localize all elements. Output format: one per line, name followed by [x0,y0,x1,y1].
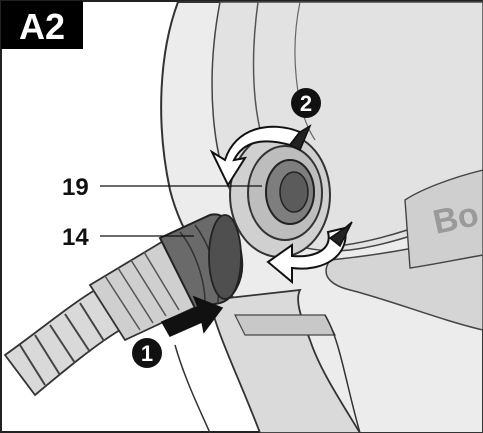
step-2-badge: 2 [291,88,321,118]
figure-id-text: A2 [19,6,65,47]
insert-arrow [160,295,224,337]
callout-14-label: 14 [62,224,89,251]
step-1-number: 1 [141,341,153,366]
suction-port [229,132,331,258]
figure-id-tag: A2 [1,1,83,49]
brand-text: Bo [430,195,482,242]
brand-lettering: Bo [404,169,483,269]
step-2-number: 2 [300,91,312,116]
hose-adapter-assembly [3,213,244,397]
rotate-arrow-lower [266,221,353,285]
adapter-sleeve [158,213,244,310]
step-1-badge: 1 [132,338,162,368]
callout-19-label: 19 [62,174,89,201]
rotate-arrow-upper [209,124,312,188]
